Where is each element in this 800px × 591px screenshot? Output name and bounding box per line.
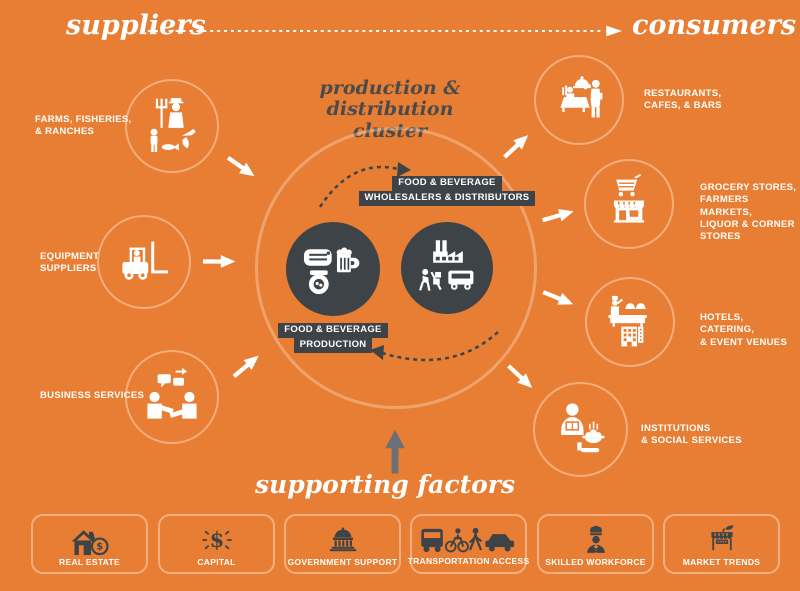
dollar-burst-icon: $ xyxy=(195,523,239,557)
forklift-icon xyxy=(122,241,168,280)
card-label: REAL ESTATE xyxy=(59,557,120,567)
institutions-label: INSTITUTIONS & SOCIAL SERVICES xyxy=(641,423,742,447)
suppliers-heading: suppliers xyxy=(66,10,206,41)
restaurants-label: RESTAURANTS, CAFES, & BARS xyxy=(644,88,722,112)
card-capital: $ CAPITAL xyxy=(158,514,275,574)
business-services-node xyxy=(125,350,219,444)
svg-text:$: $ xyxy=(96,542,103,553)
card-government-support: GOVERNMENT SUPPORT xyxy=(284,514,401,574)
wholesalers-node xyxy=(401,222,493,314)
svg-text:$: $ xyxy=(209,527,224,552)
cluster-to-restaurants-arrow xyxy=(499,128,535,164)
card-skilled-workforce: SKILLED WORKFORCE xyxy=(537,514,654,574)
cluster-to-grocery-arrow xyxy=(540,203,577,229)
card-label: SKILLED WORKFORCE xyxy=(545,557,646,567)
chef-bust-icon xyxy=(578,523,614,557)
person-meal-icon xyxy=(560,402,605,452)
consumers-heading: consumers xyxy=(632,10,797,41)
institutions-node xyxy=(533,382,628,477)
card-label: MARKET TRENDS xyxy=(682,557,761,567)
card-label: GOVERNMENT SUPPORT xyxy=(287,557,398,567)
grocery-node xyxy=(584,159,674,249)
cluster-ring xyxy=(255,127,537,409)
handshake-icon xyxy=(147,367,197,419)
chef-buffet-hotel-icon xyxy=(608,295,647,347)
card-market-trends: MARKET TRENDS xyxy=(663,514,780,574)
card-label: TRANSPORTATION ACCESS xyxy=(407,556,530,566)
market-stall-icon xyxy=(700,523,744,557)
equipment-to-cluster-arrow xyxy=(203,253,237,270)
business-to-cluster-arrow xyxy=(229,348,266,383)
supporting-factors-up-arrow xyxy=(384,428,407,474)
cluster-to-institutions-arrow xyxy=(503,360,539,396)
farms-node xyxy=(125,79,219,173)
card-real-estate: $ REAL ESTATE xyxy=(31,514,148,574)
bus-bike-walk-car-icon xyxy=(420,523,518,556)
card-label: CAPITAL xyxy=(197,557,236,567)
card-transportation-access: TRANSPORTATION ACCESS xyxy=(407,514,530,574)
factory-truck-icon xyxy=(419,240,474,291)
restaurants-node xyxy=(534,55,624,145)
supporting-factors-heading: supporting factors xyxy=(254,470,516,499)
cluster-cycle-dashed-arrows xyxy=(280,150,520,380)
production-node xyxy=(286,222,380,316)
canned-food-beer-jar-icon xyxy=(303,247,360,295)
capitol-icon xyxy=(323,523,363,557)
hotels-label: HOTELS, CATERING, & EVENT VENUES xyxy=(700,312,788,348)
hotels-node xyxy=(585,277,675,367)
business-services-label: BUSINESS SERVICES xyxy=(40,390,145,401)
suppliers-to-consumers-dashed-arrow xyxy=(146,24,624,38)
cart-storefront-icon xyxy=(613,173,645,223)
cluster-to-hotels-arrow xyxy=(540,284,578,312)
farms-label: FARMS, FISHERIES, & RANCHES xyxy=(35,114,132,138)
grocery-label: GROCERY STORES, FARMERS MARKETS, LIQUOR … xyxy=(700,182,797,243)
equipment-node xyxy=(97,215,191,309)
waiter-table-icon xyxy=(560,76,603,118)
equipment-label: EQUIPMENT SUPPLIERS xyxy=(40,251,100,275)
farms-to-cluster-arrow xyxy=(223,151,261,184)
house-dollar-icon: $ xyxy=(64,523,116,557)
farmer-fish-icon xyxy=(150,98,196,153)
